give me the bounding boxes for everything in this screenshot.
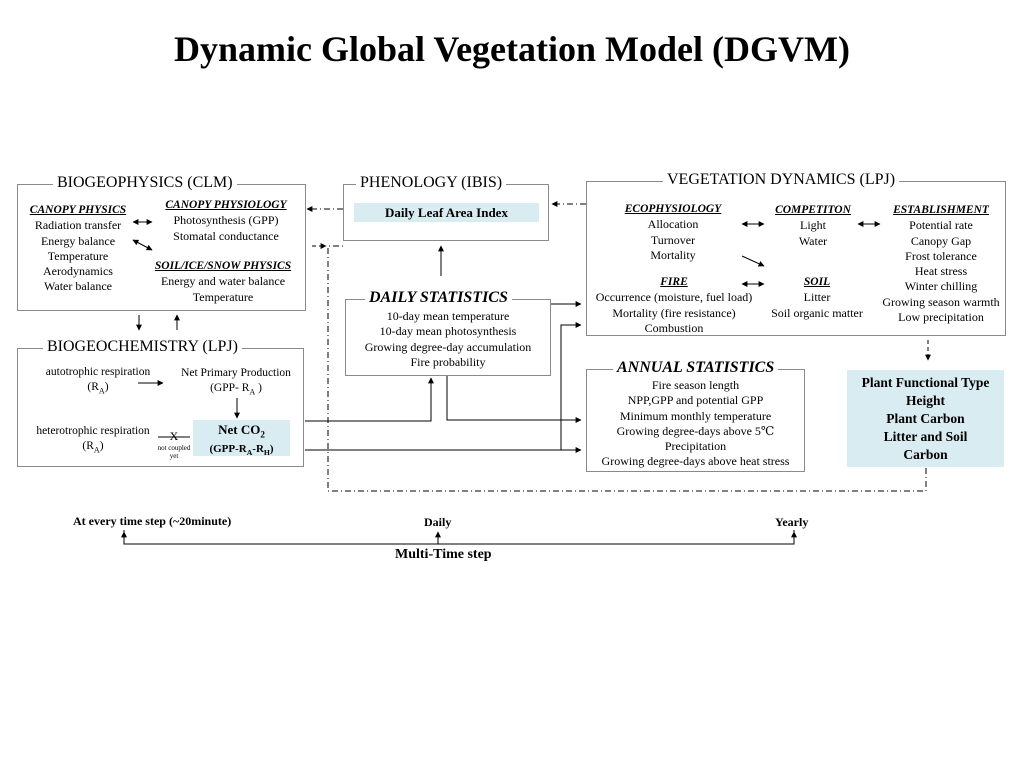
ecophysiology-item: Allocation <box>647 217 699 232</box>
annual-statistics-item: Growing degree-days above 5℃ <box>616 423 775 438</box>
heterotrophic-symbol: (RA) <box>82 440 104 455</box>
soil-ice-snow-item: Energy and water balance <box>160 274 286 289</box>
competition-item: Water <box>798 233 828 248</box>
ecophysiology-item: Turnover <box>650 232 696 247</box>
not-coupled-line: not coupled <box>157 444 191 452</box>
autotrophic-respiration: autotrophic respiration (RA) <box>30 365 166 399</box>
net-primary-production: Net Primary Production (GPP- RA ) <box>168 366 304 400</box>
daily-statistics-list: 10-day mean temperature 10-day mean phot… <box>345 309 551 370</box>
soil-ice-snow-item: Temperature <box>192 289 254 304</box>
fire-item: Mortality (fire resistance) <box>612 305 736 320</box>
daily-statistics-item: 10-day mean temperature <box>386 309 510 323</box>
pft-item: Height <box>906 393 945 408</box>
net-co2-highlight <box>193 420 290 456</box>
establishment-item: Canopy Gap <box>910 233 972 248</box>
annual-statistics-list: Fire season length NPP,GPP and potential… <box>586 378 805 470</box>
timeline-left-label: At every time step (~20minute) <box>73 514 232 528</box>
canopy-physics-block: CANOPY PHYSICS Radiation transfer Energy… <box>22 203 134 295</box>
establishment-item: Potential rate <box>909 218 973 233</box>
fire-item: Occurrence (moisture, fuel load) <box>595 290 753 305</box>
timeline-middle-label: Daily <box>424 515 452 529</box>
vegetation-dynamics-title: VEGETATION DYNAMICS (LPJ) <box>663 171 900 189</box>
net-co2-line1: Net CO2 <box>218 422 265 440</box>
competition-heading: COMPETITON <box>775 204 851 216</box>
annual-statistics-title: ANNUAL STATISTICS <box>613 359 779 377</box>
daily-statistics-item: Growing degree-day accumulation <box>364 339 532 354</box>
fire-block: FIRE Occurrence (moisture, fuel load) Mo… <box>589 275 759 336</box>
phenology-title: PHENOLOGY (IBIS) <box>356 174 507 192</box>
soil-block: SOIL Litter Soil organic matter <box>764 275 870 321</box>
not-coupled-note: not coupled yet <box>152 444 196 460</box>
ecophysiology-item: Mortality <box>650 247 696 262</box>
timeline-right-label: Yearly <box>775 515 809 529</box>
competition-item: Light <box>800 218 826 233</box>
daily-statistics-title: DAILY STATISTICS <box>365 289 512 307</box>
npp-formula: (GPP- RA ) <box>210 382 262 397</box>
page-title: Dynamic Global Vegetation Model (DGVM) <box>174 29 850 69</box>
soil-item: Soil organic matter <box>771 305 863 320</box>
ecophysiology-heading: ECOPHYSIOLOGY <box>624 203 722 215</box>
annual-statistics-item: NPP,GPP and potential GPP <box>627 393 764 408</box>
canopy-physiology-block: CANOPY PHYSIOLOGY Photosynthesis (GPP) S… <box>154 198 298 244</box>
daily-statistics-item: 10-day mean photosynthesis <box>379 324 517 339</box>
not-coupled-line: yet <box>169 452 179 460</box>
fire-heading: FIRE <box>660 276 688 288</box>
pft-item: Carbon <box>903 447 948 462</box>
canopy-physiology-item: Photosynthesis (GPP) <box>173 213 279 228</box>
pft-item: Litter and Soil <box>883 429 968 444</box>
pft-list: Plant Functional Type Height Plant Carbo… <box>847 374 1004 464</box>
canopy-physiology-item: Stomatal conductance <box>173 228 279 243</box>
soil-ice-snow-heading: SOIL/ICE/SNOW PHYSICS <box>154 260 292 272</box>
canopy-physics-item: Radiation transfer <box>34 218 122 233</box>
canopy-physics-heading: CANOPY PHYSICS <box>29 204 127 216</box>
soil-ice-snow-block: SOIL/ICE/SNOW PHYSICS Energy and water b… <box>146 259 300 305</box>
autotrophic-symbol: (RA) <box>87 381 109 396</box>
canopy-physics-item: Energy balance <box>40 233 116 248</box>
npp-label: Net Primary Production <box>181 367 291 379</box>
biogeochemistry-title: BIOGEOCHEMISTRY (LPJ) <box>43 338 242 356</box>
annual-statistics-item: Growing degree-days above heat stress <box>601 454 790 469</box>
daily-statistics-item: Fire probability <box>410 354 486 369</box>
leaf-area-index-highlight <box>354 203 539 222</box>
autotrophic-label: autotrophic respiration <box>45 366 151 378</box>
establishment-item: Frost tolerance <box>905 248 977 263</box>
establishment-block: ESTABLISHMENT Potential rate Canopy Gap … <box>877 203 1005 325</box>
leaf-area-index-label: Daily Leaf Area Index <box>385 205 508 220</box>
net-co2-line2: (GPP-RA-RH) <box>209 442 274 457</box>
canopy-physics-item: Aerodynamics <box>43 264 113 279</box>
canopy-physiology-heading: CANOPY PHYSIOLOGY <box>165 199 287 211</box>
establishment-item: Heat stress <box>914 264 968 279</box>
soil-item: Litter <box>803 290 831 305</box>
biogeophysics-title: BIOGEOPHYSICS (CLM) <box>53 174 237 192</box>
establishment-item: Growing season warmth <box>882 294 1000 309</box>
establishment-item: Low precipitation <box>898 310 984 325</box>
heterotrophic-label: heterotrophic respiration <box>36 425 150 437</box>
canopy-physics-item: Water balance <box>44 279 112 294</box>
net-co2-label: Net CO2 (GPP-RA-RH) <box>193 423 290 460</box>
annual-statistics-item: Fire season length <box>651 378 740 392</box>
competition-block: COMPETITON Light Water <box>766 203 860 249</box>
timeline-caption: Multi-Time step <box>395 547 492 562</box>
ecophysiology-block: ECOPHYSIOLOGY Allocation Turnover Mortal… <box>612 202 734 263</box>
canopy-physics-item: Temperature <box>47 248 109 263</box>
establishment-heading: ESTABLISHMENT <box>893 204 989 216</box>
not-coupled-mark: X <box>169 429 179 443</box>
pft-item: Plant Carbon <box>886 411 965 426</box>
fire-item: Combustion <box>644 320 704 335</box>
heterotrophic-respiration: heterotrophic respiration (RA) <box>24 424 162 458</box>
pft-box <box>847 370 1004 467</box>
establishment-item: Winter chilling <box>904 279 978 294</box>
soil-heading: SOIL <box>803 276 831 288</box>
pft-item: Plant Functional Type <box>861 375 990 390</box>
annual-statistics-item: Minimum monthly temperature <box>619 408 772 423</box>
annual-statistics-item: Precipitation <box>664 439 727 454</box>
